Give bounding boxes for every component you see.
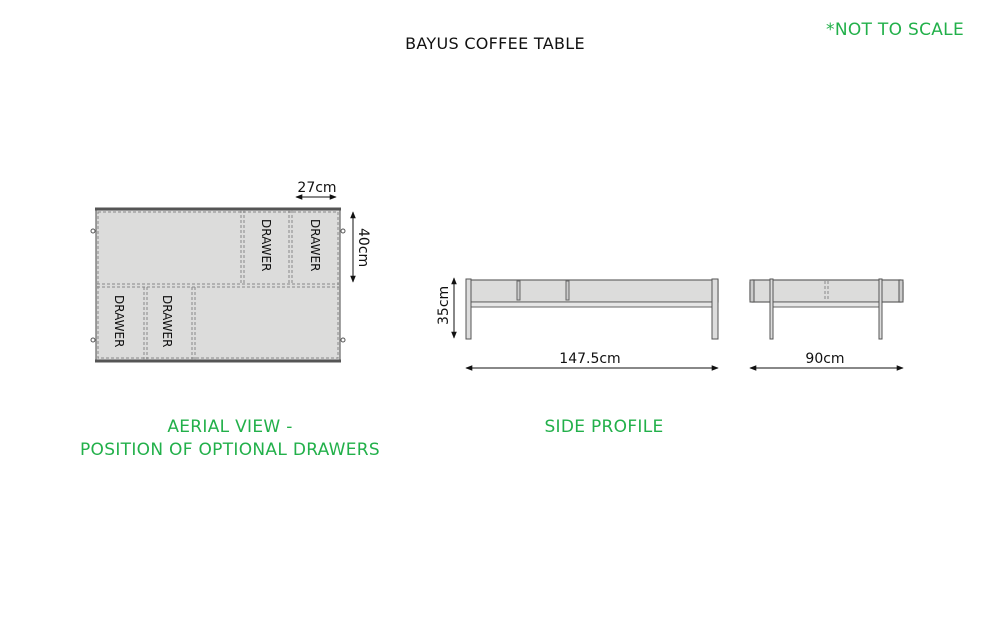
length-label: 147.5cm [559,351,620,367]
width-label: 90cm [805,351,844,367]
table-top [95,208,341,362]
page-title: BAYUS COFFEE TABLE [405,34,585,53]
side-caption: SIDE PROFILE [544,417,663,437]
height-label: 35cm [436,286,452,325]
drawer-label: DRAWER [112,295,126,347]
depth-label: 40cm [355,228,371,267]
aerial-caption-line1: AERIAL VIEW - [167,417,292,437]
side-profile-long: 35cm 147.5cm [436,277,719,371]
drawer-label: DRAWER [308,219,322,271]
drawer-label: DRAWER [160,295,174,347]
aerial-caption-line2: POSITION OF OPTIONAL DRAWERS [80,440,380,460]
side-profile-short: 90cm [749,278,904,371]
not-to-scale-note: *NOT TO SCALE [826,20,964,40]
drawer-label: DRAWER [259,219,273,271]
aerial-view: DRAWER DRAWER DRAWER DRAWER 27cm 40cm AE… [80,180,380,460]
side-panel [466,279,719,303]
drawer-width-label: 27cm [297,180,336,196]
